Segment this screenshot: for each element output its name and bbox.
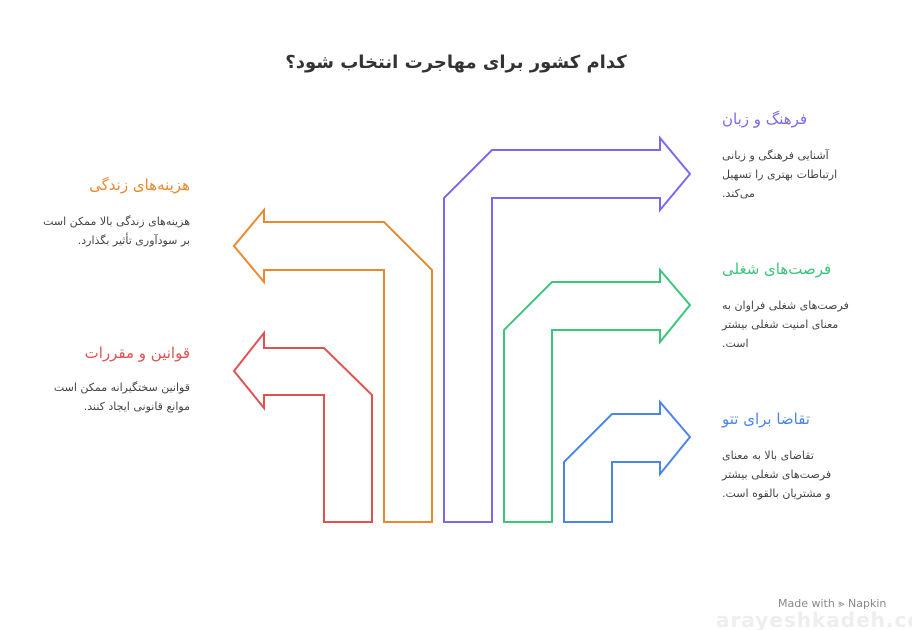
arrow-tattoo-demand (563, 399, 692, 523)
heading-job-opportunities: فرصت‌های شغلی (722, 260, 832, 278)
text-culture-language: آشنایی فرهنگی و زبانی ارتباطات بهتری را … (722, 149, 838, 200)
arrow-living-costs (232, 207, 433, 523)
heading-culture-language: فرهنگ و زبان (722, 110, 808, 128)
arrow-job-opportunities (503, 267, 692, 523)
made-with-napkin: Made with ⪢ Napkin (778, 597, 887, 610)
diagram-title: کدام کشور برای مهاجرت انتخاب شود؟ (285, 52, 627, 73)
text-tattoo-demand: تقاضای بالا به معنای فرصت‌های شغلی بیشتر… (722, 449, 832, 500)
heading-laws: قوانین و مقررات (84, 344, 190, 362)
arrow-culture-language (443, 135, 692, 523)
heading-living-costs: هزینه‌های زندگی (89, 176, 190, 194)
heading-tattoo-demand: تقاضا برای تتو (722, 410, 810, 428)
text-laws: قوانین سختگیرانه ممکن است موانع قانونی ا… (53, 381, 190, 413)
text-job-opportunities: فرصت‌های شغلی فراوان به معنای امنیت شغلی… (722, 299, 849, 350)
arrow-laws (232, 330, 373, 523)
watermark: arayeshkadeh.com (716, 608, 912, 630)
text-living-costs: هزینه‌های زندگی بالا ممکن است بر سودآوری… (43, 215, 190, 247)
